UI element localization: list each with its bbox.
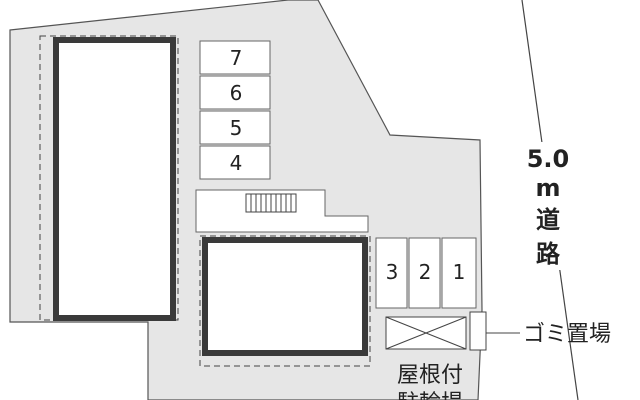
road-name-2: 路 (536, 240, 561, 268)
parking-space-5 (199, 110, 271, 145)
parking-label-1: 1 (453, 260, 466, 284)
parking-label-4: 4 (230, 151, 243, 175)
road-label-bg (528, 142, 568, 270)
building-1 (53, 37, 176, 321)
parking-label-5: 5 (230, 116, 243, 140)
parking-space-2 (408, 237, 441, 309)
parking-space-1 (441, 237, 477, 309)
parking-space-6 (199, 75, 271, 110)
parking-label-7: 7 (230, 46, 243, 70)
parking-space-3 (375, 237, 408, 309)
road-width-unit: m (535, 174, 560, 202)
parking-label-2: 2 (419, 260, 432, 284)
road-name-1: 道 (536, 206, 560, 234)
road-width: 5.0 (527, 145, 570, 173)
parking-label-3: 3 (386, 260, 399, 284)
garbage-area-box (469, 311, 487, 351)
building-2-dashed-outline (199, 235, 371, 367)
bicycle-parking-label-2: 駐輪場 (397, 391, 463, 400)
parking-lower-group: 3 2 1 (375, 237, 477, 309)
garbage-area-label: ゴミ置場 (523, 322, 611, 347)
bicycle-parking-label-1: 屋根付 (397, 363, 463, 388)
parking-label-6: 6 (230, 81, 243, 105)
parking-space-7 (199, 40, 271, 75)
bicycle-parking-box (385, 316, 467, 350)
parking-upper-group: 7 6 5 4 (199, 40, 271, 180)
building-2 (202, 237, 368, 356)
stairs (245, 193, 297, 213)
parking-space-4 (199, 145, 271, 180)
